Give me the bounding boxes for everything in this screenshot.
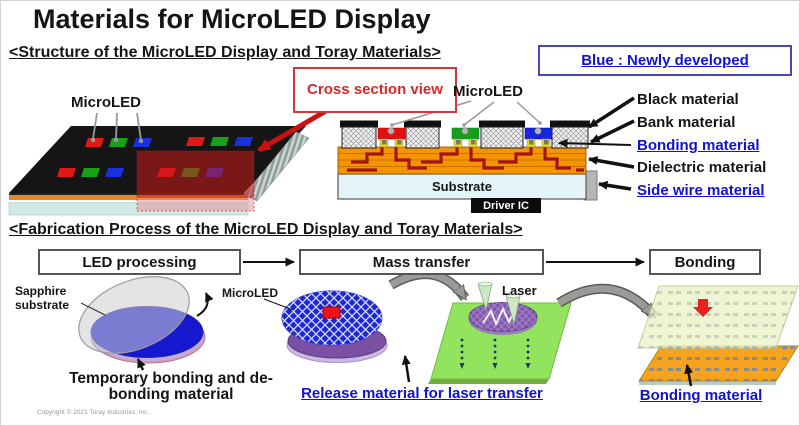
transfer-arrow-1 — [389, 270, 468, 298]
temp-bonding-arrow — [136, 358, 146, 371]
substrate-label: Substrate — [432, 179, 492, 194]
mass-transfer-art — [263, 269, 470, 383]
material-label-side-wire: Side wire material — [637, 182, 765, 199]
laser-label: Laser — [502, 283, 537, 298]
transfer-arrow-2 — [557, 285, 657, 316]
copyright-notice: Copyright © 2021 Toray Industries, Inc. — [37, 409, 150, 416]
cross-section-arrow — [257, 105, 333, 153]
material-label-arrows — [558, 96, 635, 191]
cross-section-diagram — [337, 96, 635, 201]
page-title: Materials for MicroLED Display — [33, 4, 431, 34]
laser-stage-art — [428, 281, 658, 384]
display-panel-3d — [8, 105, 333, 216]
cross-section-highlight — [136, 150, 255, 212]
cs-microled-label: MicroLED — [453, 83, 524, 100]
sapphire-substrate-disc — [78, 276, 190, 354]
legend-newly-developed: Blue : Newly developed — [538, 45, 792, 76]
led-processing-art — [78, 276, 214, 371]
temporary-bonding-material-label: Temporary bonding and de-bonding materia… — [69, 370, 273, 404]
process-step-bonding: Bonding — [649, 249, 761, 275]
material-label-bonding: Bonding material — [637, 137, 760, 154]
laser-heads — [477, 281, 521, 325]
panel-microled-label: MicroLED — [71, 94, 142, 111]
bonding-material-label: Bonding material — [639, 387, 763, 404]
process-step-led-processing: LED processing — [38, 249, 241, 275]
sapphire-substrate-label: Sapphire substrate — [15, 284, 70, 312]
material-label-black: Black material — [637, 91, 739, 108]
bonding-material-arrow — [684, 364, 694, 387]
cs-led-chips — [377, 127, 553, 148]
material-label-bank: Bank material — [637, 114, 736, 131]
peel-arrow — [196, 292, 214, 317]
wafer-microled-label: MicroLED — [222, 286, 279, 300]
cross-section-view-callout: Cross section view — [293, 67, 457, 113]
bonding-stage-art — [637, 285, 799, 387]
process-section-heading: <Fabrication Process of the MicroLED Dis… — [9, 221, 523, 238]
driver-ic-label: Driver IC — [471, 198, 541, 213]
material-label-dielectric: Dielectric material — [637, 159, 767, 176]
structure-section-heading: <Structure of the MicroLED Display and T… — [9, 44, 441, 61]
press-down-arrow — [693, 299, 713, 317]
process-step-mass-transfer: Mass transfer — [299, 249, 544, 275]
release-material-arrow — [401, 355, 411, 383]
release-material-label: Release material for laser transfer — [301, 385, 543, 402]
